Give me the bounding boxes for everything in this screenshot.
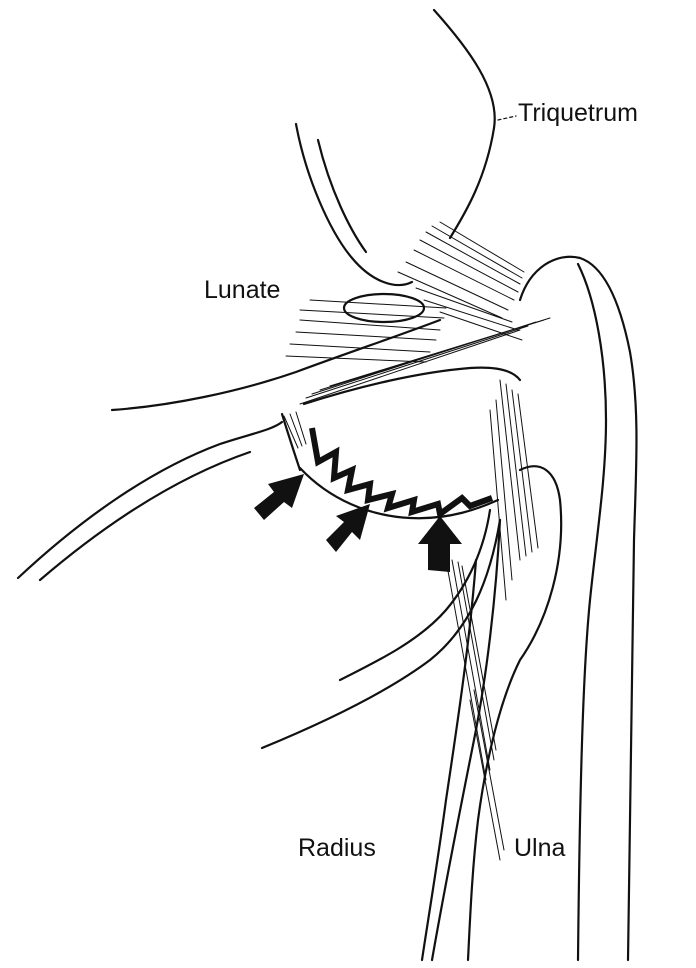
label-triquetrum: Triquetrum bbox=[518, 101, 638, 126]
lunate-inner bbox=[318, 140, 366, 252]
arrow-icon bbox=[418, 516, 462, 572]
tfcc-tear-line bbox=[312, 428, 492, 514]
radius-inner-line bbox=[40, 452, 250, 580]
lunate-lower-edge bbox=[112, 320, 440, 410]
label-ulna: Ulna bbox=[514, 836, 565, 861]
tfcc-lower-boundary bbox=[300, 468, 498, 518]
ligament-fibers-upper bbox=[398, 222, 524, 340]
arrow-icon bbox=[254, 474, 304, 520]
triquetrum-outline bbox=[434, 10, 495, 238]
label-lunate: Lunate bbox=[204, 278, 280, 303]
label-radius: Radius bbox=[298, 836, 376, 861]
arrow-icon bbox=[326, 504, 370, 552]
radius-distal-edge bbox=[262, 520, 500, 748]
ulna-inner-edge bbox=[578, 264, 606, 960]
articular-opening bbox=[344, 294, 424, 322]
lunate-outline bbox=[296, 124, 412, 285]
tfcc-left-boundary bbox=[282, 414, 300, 470]
ligament-fibers-lunotriq bbox=[286, 300, 446, 362]
ulna-left-edge bbox=[468, 466, 561, 960]
radius-shaft-inner bbox=[422, 560, 476, 960]
triquetrum-leader bbox=[498, 116, 516, 120]
